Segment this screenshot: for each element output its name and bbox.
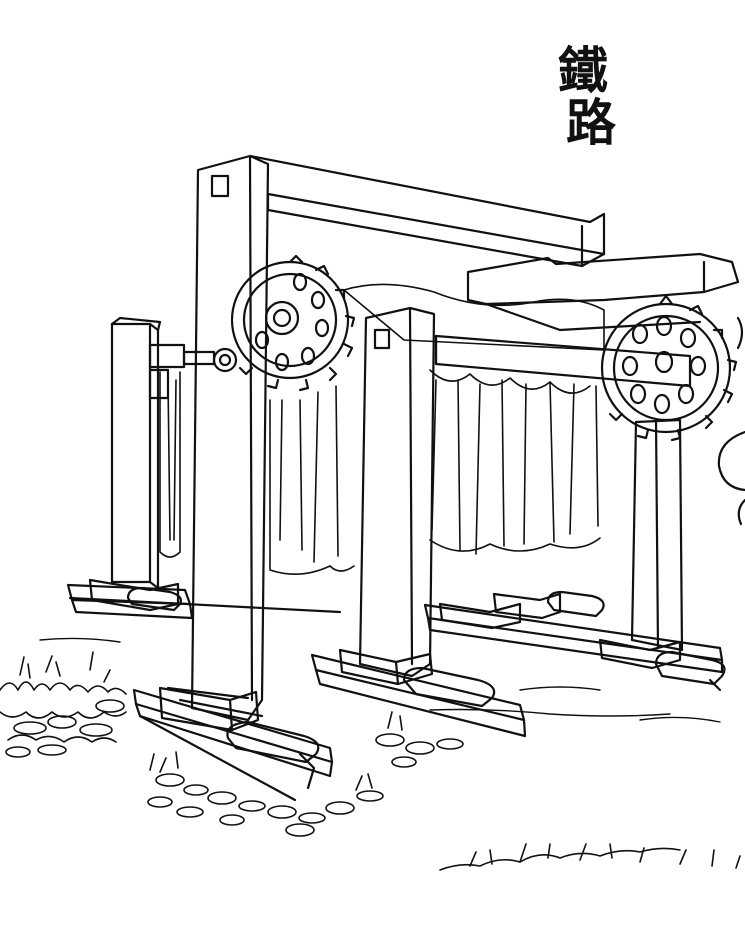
foot-back-center (438, 590, 605, 630)
frame-upper-beam-right (466, 252, 740, 332)
frame-back-right-column (630, 418, 684, 652)
rail-front-center (310, 653, 527, 738)
frame-front-left-column (166, 154, 270, 722)
ground-grass-left (0, 651, 127, 758)
axle-pin-left (182, 347, 238, 373)
ground-grass-bottom-right (439, 843, 741, 871)
post-back-left (110, 316, 186, 590)
rail-left-back (66, 583, 342, 620)
foot-back-right (598, 638, 726, 692)
frame-top-lintel (248, 154, 606, 268)
rail-center-back (423, 603, 724, 674)
foot-front-left (158, 686, 320, 790)
foot-back-left (88, 578, 182, 612)
title-character-iron: 鐵 (558, 41, 608, 100)
title-character-road: 路 (566, 93, 616, 152)
ground-lines (39, 637, 721, 723)
gear-left (230, 254, 356, 392)
ground-stones-center (147, 711, 464, 837)
gear-right (600, 294, 744, 442)
canopy-drape (159, 283, 605, 575)
frame-front-center-column (358, 306, 436, 678)
gear-partial-right-edge (717, 430, 745, 526)
foot-front-center (338, 648, 496, 708)
